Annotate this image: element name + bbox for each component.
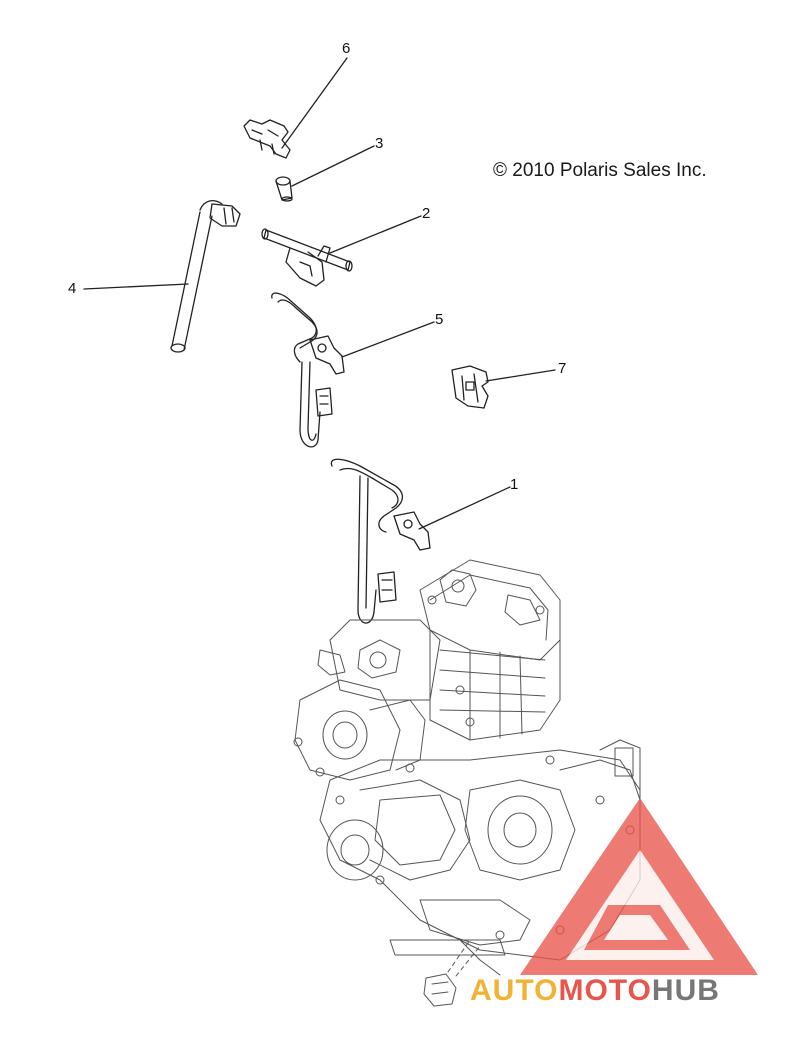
callout-3: 3 xyxy=(375,135,384,152)
callout-6: 6 xyxy=(342,40,351,57)
callout-5: 5 xyxy=(435,311,444,328)
part-7-clip xyxy=(451,365,489,409)
part-5-hose-injector xyxy=(271,292,345,448)
engine-assembly xyxy=(293,559,641,1007)
part-1-hose-injector xyxy=(330,458,431,624)
watermark-logo-text: AUTOMOTOHUB xyxy=(470,974,720,1008)
watermark-part-hub: HUB xyxy=(651,974,720,1007)
watermark-part-moto: MOTO xyxy=(558,974,652,1007)
watermark-part-auto: AUTO xyxy=(470,974,559,1007)
copyright-notice: © 2010 Polaris Sales Inc. xyxy=(493,160,707,181)
part-4-hose xyxy=(170,199,241,353)
callout-2: 2 xyxy=(422,205,431,222)
callout-1: 1 xyxy=(510,476,519,493)
callout-4: 4 xyxy=(68,280,77,297)
logo-triangle-icon xyxy=(520,798,758,975)
leader-lines xyxy=(83,57,556,530)
part-3-plug xyxy=(275,176,293,202)
part-6-bracket xyxy=(243,119,291,159)
part-2-fuel-rail xyxy=(261,228,353,287)
callout-7: 7 xyxy=(558,360,567,377)
